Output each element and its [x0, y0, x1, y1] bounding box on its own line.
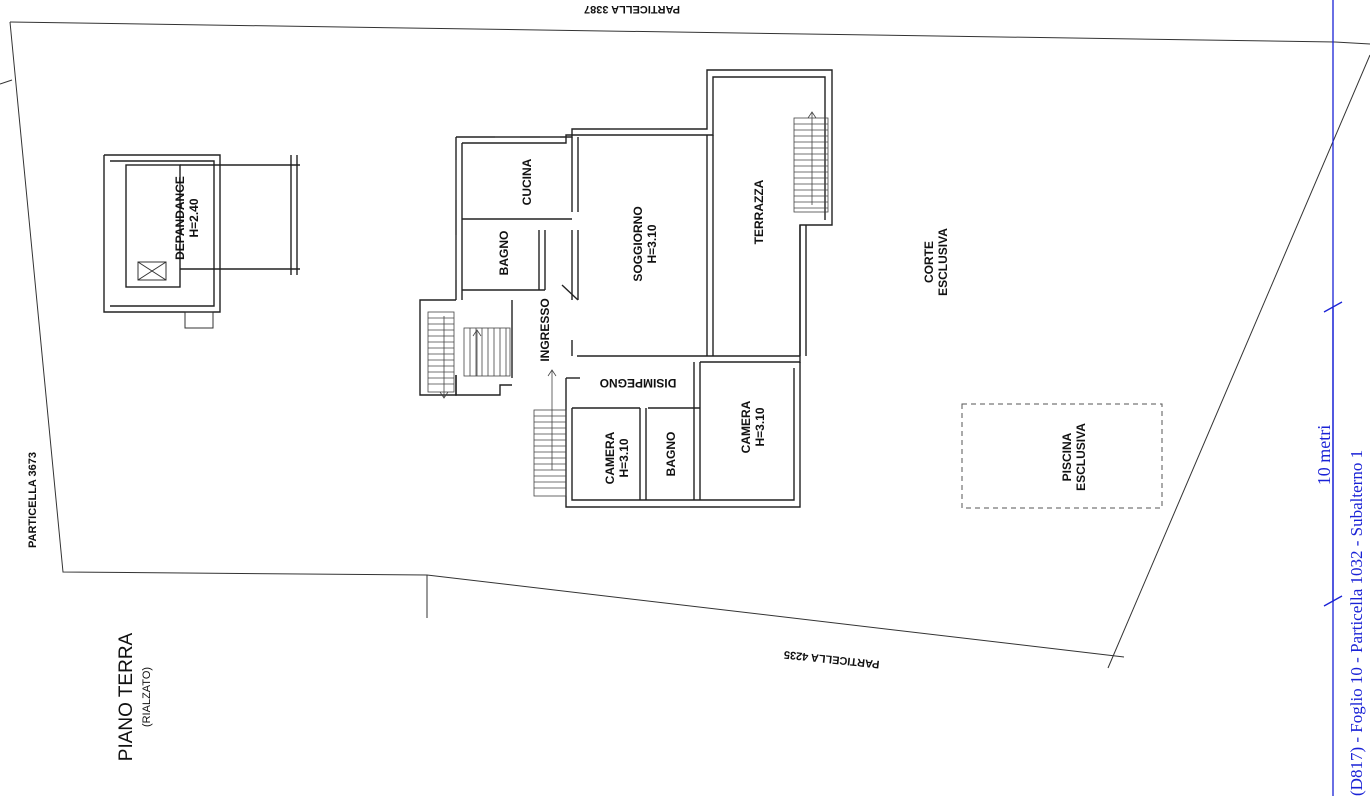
room-label-dependance: DEPANDANCE [173, 176, 187, 260]
room-label-cucina: CUCINA [520, 158, 534, 205]
scale-label: 10 metri [1314, 425, 1334, 486]
main-house [419, 69, 833, 508]
room-height-camera-2: H=3.10 [753, 407, 767, 446]
floor-title: PIANO TERRA [116, 632, 137, 761]
dependance [103, 154, 300, 329]
room-label-camera-1: CAMERA [603, 431, 617, 484]
room-height-dependance: H=2.40 [187, 198, 201, 237]
area-label-corte-1: CORTE [922, 241, 936, 283]
room-label-camera-2: CAMERA [739, 400, 753, 453]
pool-outline [961, 403, 1163, 509]
stairs [427, 111, 829, 497]
scale-bar [1323, 0, 1343, 796]
parcel-label-top: PARTICELLA 3387 [584, 3, 680, 15]
room-label-bagno: BAGNO [497, 231, 511, 276]
floor-subtitle: (RIALZATO) [141, 667, 153, 727]
parcel-label-bottom: PARTICELLA 4235 [783, 648, 880, 670]
cadastral-reference: (D817) - Foglio 10 - Particella 1032 - S… [1347, 450, 1366, 796]
room-label-bagno-2: BAGNO [664, 432, 678, 477]
room-height-camera-1: H=3.10 [617, 438, 631, 477]
parcel-label-left: PARTICELLA 3673 [27, 452, 39, 548]
area-label-piscina-2: ESCLUSIVA [1074, 423, 1088, 491]
area-label-piscina-1: PISCINA [1060, 432, 1074, 481]
room-height-soggiorno: H=3.10 [645, 224, 659, 263]
room-label-ingresso: INGRESSO [538, 298, 552, 361]
room-label-terrazza: TERRAZZA [752, 179, 766, 244]
area-label-corte-2: ESCLUSIVA [936, 228, 950, 296]
lot-boundary [0, 21, 1370, 669]
room-label-soggiorno: SOGGIORNO [631, 206, 645, 281]
room-label-disimpegno: DISIMPEGNO [600, 376, 677, 390]
